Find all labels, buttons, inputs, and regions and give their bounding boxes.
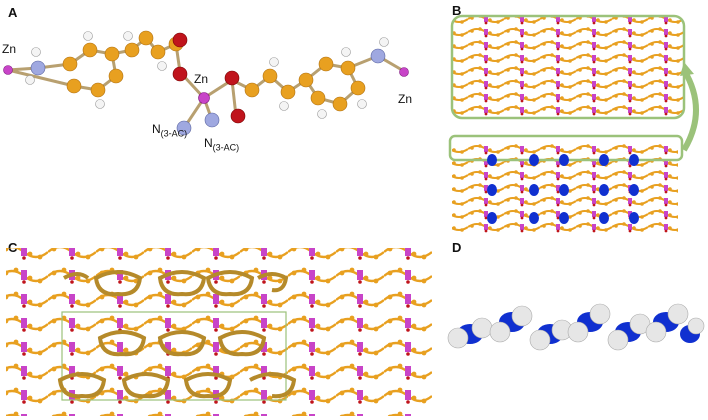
zn-center-label: Zn	[194, 72, 209, 86]
guest-chain	[447, 303, 705, 351]
connector-arrow	[681, 68, 699, 152]
guest-unit	[489, 305, 533, 343]
zn-left-label: Zn	[2, 42, 17, 56]
n-3ac-label-1: N(3-AC)	[152, 122, 188, 139]
carbon-atoms	[62, 30, 366, 112]
guest-unit	[529, 319, 573, 351]
panel-a-label: A	[8, 5, 18, 20]
guest-molecules	[487, 154, 639, 224]
guest-unit	[645, 303, 689, 343]
n-3ac-label-2: N(3-AC)	[204, 136, 240, 153]
panel-b-label: B	[452, 3, 462, 18]
panel-a-structure	[3, 30, 409, 136]
zn-right-label: Zn	[398, 92, 413, 106]
guest-unit	[607, 313, 651, 351]
panel-c-label: C	[8, 240, 18, 255]
guest-unit	[447, 317, 493, 349]
oxygen-atoms	[172, 32, 246, 124]
zinc-atoms	[3, 65, 409, 104]
panel-c-structure	[6, 248, 432, 416]
panel-d-label: D	[452, 240, 462, 255]
pore-channels	[57, 270, 297, 399]
guest-unit	[680, 317, 705, 343]
nitrogen-atoms	[30, 48, 386, 136]
panel-b-structure	[448, 14, 699, 234]
guest-unit	[567, 303, 611, 343]
unit-cell-outline	[61, 311, 287, 401]
hydrogen-atoms	[25, 31, 389, 119]
